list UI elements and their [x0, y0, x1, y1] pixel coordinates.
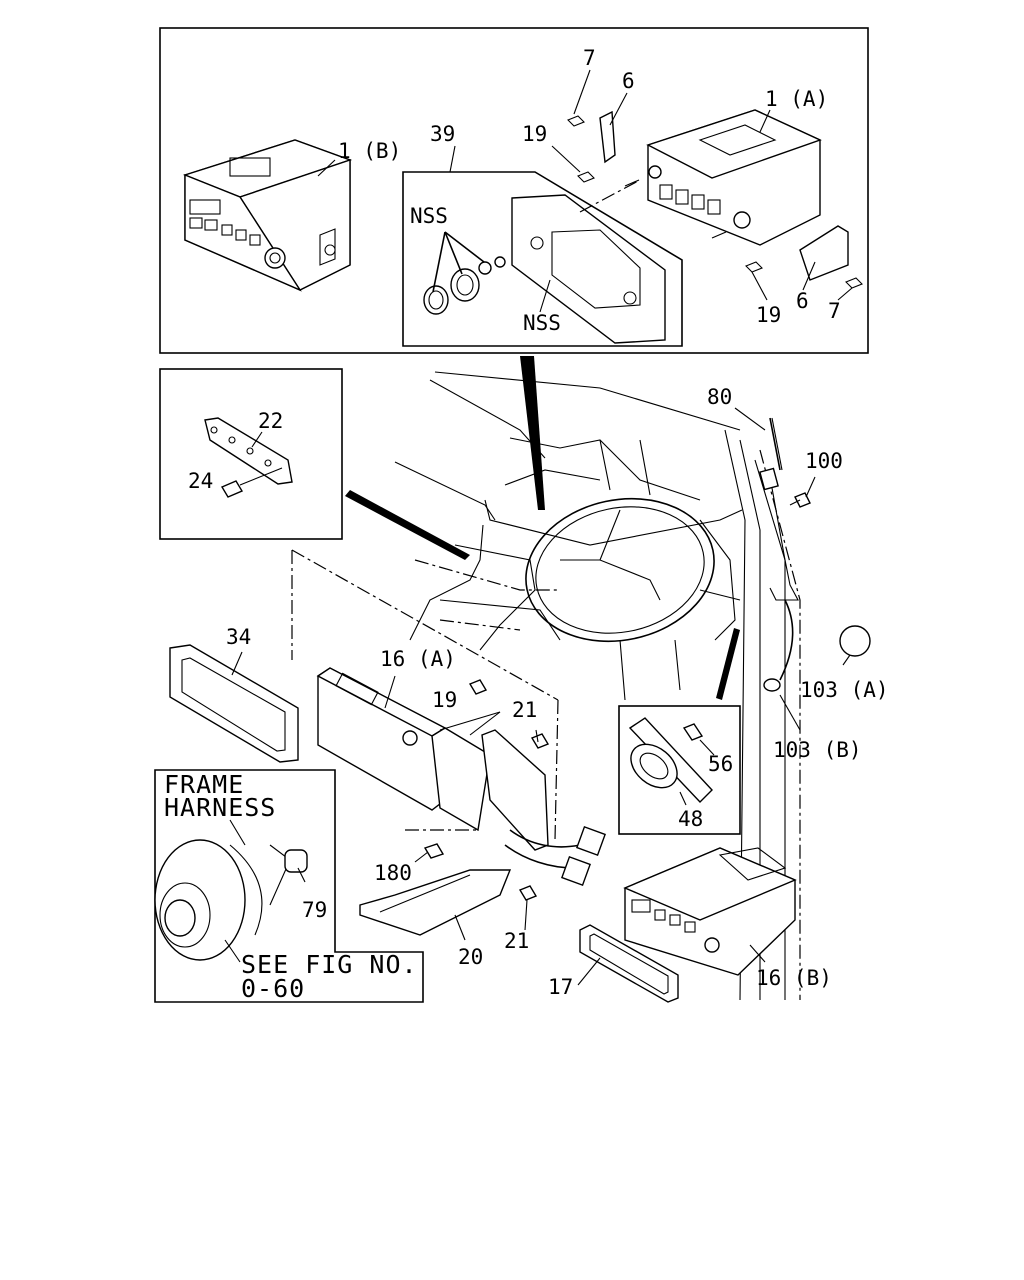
callout-19-top: 19	[522, 122, 547, 146]
callout-nss-plate: NSS	[523, 311, 561, 335]
dashboard-outline	[394, 371, 801, 1001]
frame-harness-inset	[154, 769, 424, 1003]
pointer-speaker	[716, 628, 740, 700]
callout-7-top: 7	[583, 46, 596, 70]
part-callouts: 7 6 1 (A) 19 39 1 (B) NSS NSS 19 6 7 22 …	[164, 46, 889, 1003]
callout-79: 79	[302, 898, 327, 922]
pointer-bracket-inset	[345, 490, 470, 560]
callout-180: 180	[374, 861, 412, 885]
callout-17: 17	[548, 975, 573, 999]
callout-16b: 16 (B)	[756, 966, 832, 990]
antenna-assembly	[734, 407, 871, 731]
callout-56: 56	[708, 752, 733, 776]
face-plate-39-inset	[402, 171, 683, 347]
callout-19-mid: 19	[432, 688, 457, 712]
callout-7-bottom: 7	[828, 299, 841, 323]
harness-ref-line2: 0-60	[241, 974, 305, 1003]
callout-6-top: 6	[622, 69, 635, 93]
radio-16b	[623, 847, 797, 976]
callout-100: 100	[805, 449, 843, 473]
radio-16a-mount	[316, 667, 606, 941]
radio-unit-1a	[567, 109, 863, 289]
callout-16a: 16 (A)	[380, 647, 456, 671]
speaker-inset	[618, 705, 741, 835]
callout-1b: 1 (B)	[338, 139, 401, 163]
callout-6-bottom: 6	[796, 289, 809, 313]
callout-21-bottom: 21	[504, 929, 529, 953]
callout-103a: 103 (A)	[800, 678, 889, 702]
callout-21-top: 21	[512, 698, 537, 722]
callout-19-bottom: 19	[756, 303, 781, 327]
callout-48: 48	[678, 807, 703, 831]
callout-34: 34	[226, 625, 251, 649]
harness-title-line1: FRAME	[164, 770, 244, 799]
harness-ref-line1: SEE FIG NO.	[241, 950, 418, 979]
trim-bezel-17	[577, 924, 679, 1003]
callout-80: 80	[707, 385, 732, 409]
callout-20: 20	[458, 945, 483, 969]
callout-nss-knobs: NSS	[410, 204, 448, 228]
top-inset-radio-assembly	[159, 27, 869, 354]
callout-103b: 103 (B)	[773, 738, 862, 762]
pointer-top-inset	[520, 356, 545, 510]
trim-bezel-34	[169, 644, 299, 763]
top-inset-leaders	[317, 69, 853, 313]
bracket-inset-22	[159, 368, 343, 540]
callout-39: 39	[430, 122, 455, 146]
callout-24: 24	[188, 469, 213, 493]
callout-1a: 1 (A)	[765, 87, 828, 111]
radio-unit-1b	[182, 139, 353, 292]
harness-title-line2: HARNESS	[164, 793, 276, 822]
callout-22: 22	[258, 409, 283, 433]
